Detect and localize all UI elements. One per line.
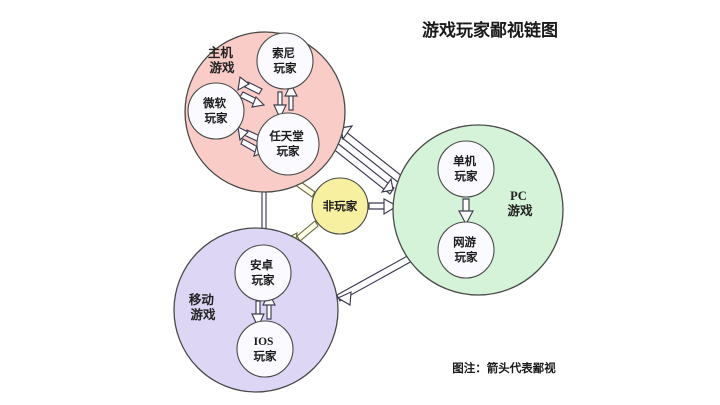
page-title: 游戏玩家鄙视链图: [422, 20, 558, 40]
edge-nonplayer-pc: [368, 198, 399, 216]
group-pc-circle[interactable]: [392, 124, 564, 296]
edge-layer-outer: [257, 125, 415, 306]
group-pc[interactable]: PC 游戏 单机 玩家 网游 玩家: [392, 124, 564, 296]
edge-single-online: [458, 198, 474, 226]
group-console[interactable]: 主机 游戏: [184, 31, 346, 193]
edge-sony-nintendo: [273, 82, 298, 120]
node-online-player-label: 网游 玩家: [453, 235, 479, 264]
node-nonplayer[interactable]: 非玩家: [311, 177, 369, 235]
node-nonplayer-label: 非玩家: [323, 199, 358, 213]
edge-pc-mobile: [336, 253, 415, 306]
node-microsoft[interactable]: 微软 玩家: [187, 82, 245, 140]
group-mobile-label: 移动 游戏: [189, 292, 217, 322]
edge-layer-console-inner: [237, 75, 298, 157]
node-ios-label: IOS 玩家: [254, 336, 277, 363]
node-android-circle[interactable]: [234, 244, 292, 302]
node-sony-circle[interactable]: [256, 32, 314, 90]
group-console-label: 主机 游戏: [208, 45, 236, 75]
node-sony-label: 索尼 玩家: [272, 46, 298, 75]
node-single-player-label: 单机 玩家: [453, 154, 479, 183]
node-microsoft-circle[interactable]: [187, 82, 245, 140]
node-nintendo-circle[interactable]: [256, 112, 320, 176]
node-nintendo-label: 任天堂 玩家: [268, 129, 306, 158]
group-pc-label: PC 游戏: [507, 189, 533, 218]
node-android-label: 安卓 玩家: [250, 258, 276, 287]
node-ios[interactable]: IOS 玩家: [236, 320, 294, 378]
edge-microsoft-sony: [237, 75, 266, 108]
node-sony[interactable]: 索尼 玩家: [256, 32, 314, 90]
legend-note: 图注：箭头代表鄙视: [452, 361, 556, 375]
node-online-player[interactable]: 网游 玩家: [437, 221, 495, 279]
node-single-player-circle[interactable]: [437, 140, 495, 198]
node-single-player[interactable]: 单机 玩家: [437, 140, 495, 198]
node-online-player-circle[interactable]: [437, 221, 495, 279]
node-nonplayer-circle[interactable]: [311, 177, 369, 235]
group-mobile[interactable]: 移动 游戏 安卓 玩家 IOS 玩家: [173, 227, 339, 393]
node-microsoft-label: 微软 玩家: [202, 96, 229, 125]
node-android[interactable]: 安卓 玩家: [234, 244, 292, 302]
node-ios-circle[interactable]: [236, 320, 294, 378]
node-nintendo[interactable]: 任天堂 玩家: [256, 112, 320, 176]
